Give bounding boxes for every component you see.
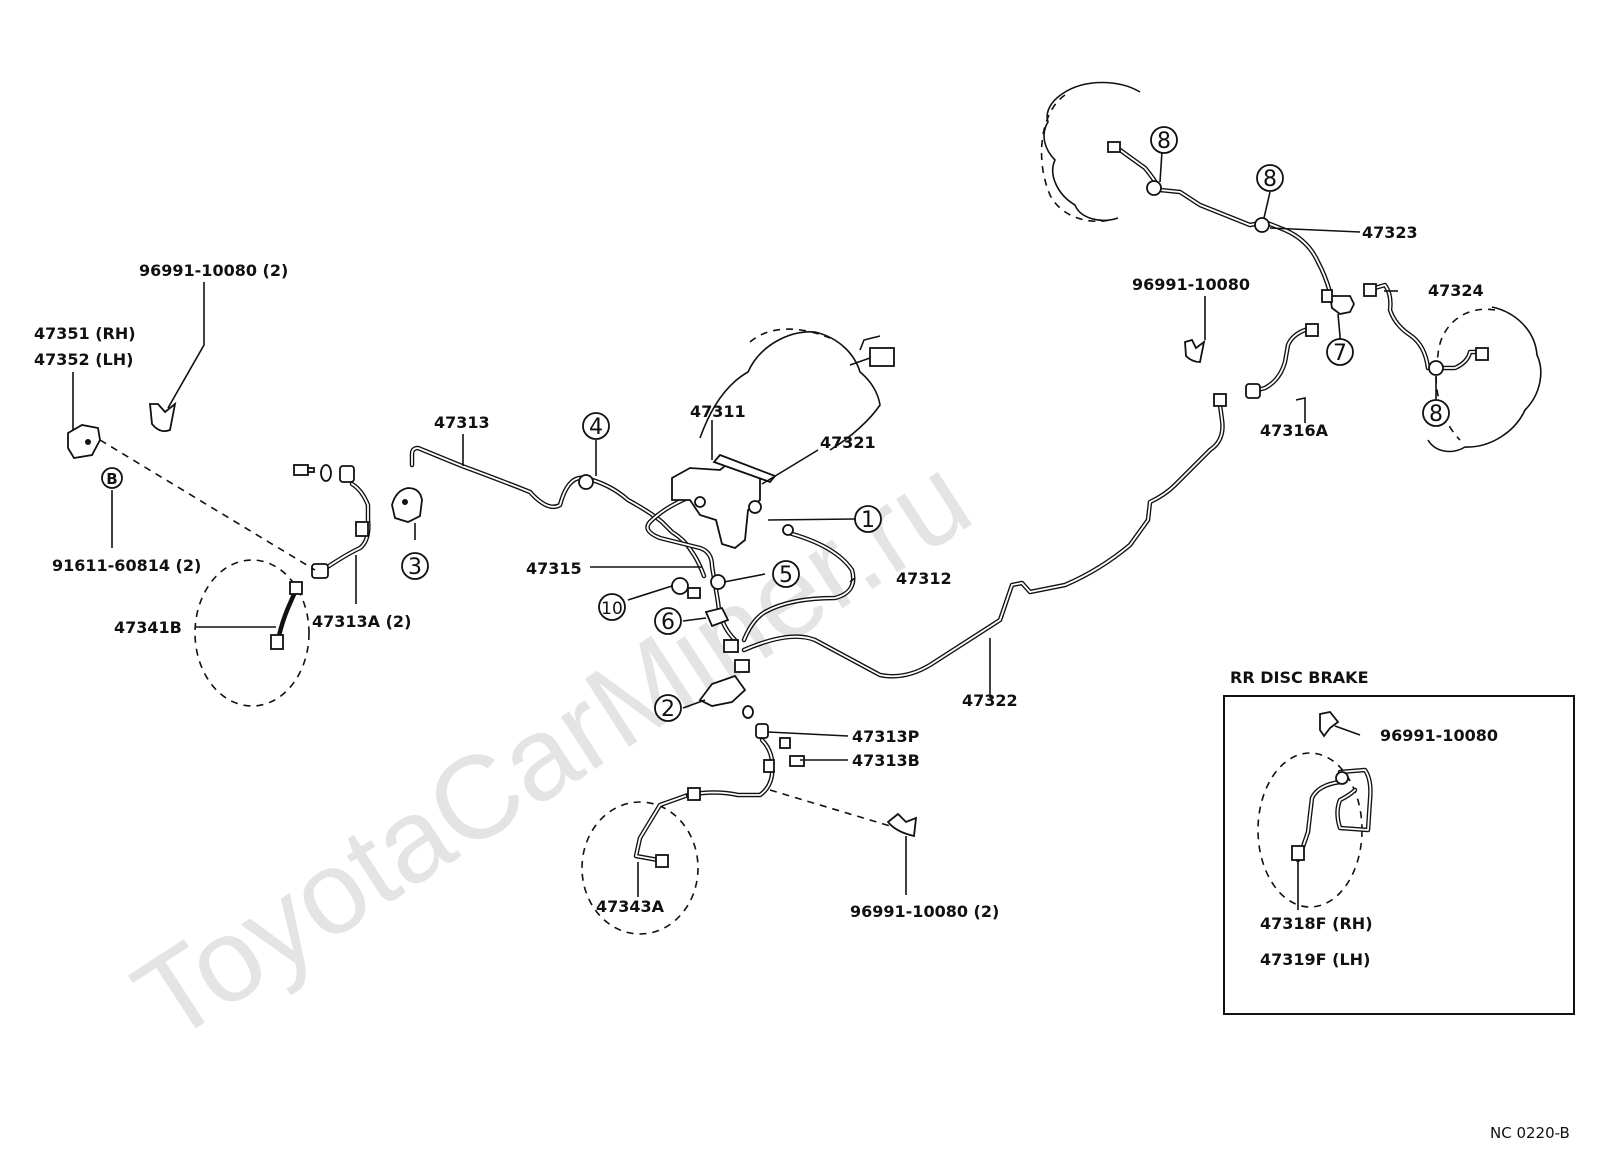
label-47324: 47324: [1428, 281, 1484, 300]
callout-4: 4: [582, 412, 610, 440]
callout-8-right: 8: [1422, 399, 1450, 427]
leader-lines: [72, 135, 1437, 910]
label-47319F: 47319F (LH): [1260, 950, 1370, 969]
label-96991-inset: 96991-10080: [1380, 726, 1498, 745]
svg-text:B: B: [106, 470, 117, 488]
label-47313: 47313: [434, 413, 490, 432]
label-47341B: 47341B: [114, 618, 182, 637]
callout-2: 2: [654, 694, 682, 722]
brake-tubes: [275, 147, 1481, 863]
callout-10: 10: [598, 593, 626, 621]
label-96991-left: 96991-10080 (2): [139, 261, 288, 280]
label-47315: 47315: [526, 559, 582, 578]
svg-text:5: 5: [779, 563, 793, 588]
label-47351: 47351 (RH): [34, 324, 136, 343]
callout-7: 7: [1326, 338, 1354, 366]
label-47312: 47312: [896, 569, 952, 588]
inset-frame: [1223, 695, 1575, 1015]
label-47311: 47311: [690, 402, 746, 421]
label-47321: 47321: [820, 433, 876, 452]
label-47323: 47323: [1362, 223, 1418, 242]
label-47313A: 47313A (2): [312, 612, 411, 631]
label-47316A: 47316A: [1260, 421, 1329, 440]
label-96991-mid: 96991-10080: [1132, 275, 1250, 294]
svg-text:8: 8: [1263, 167, 1277, 192]
svg-text:4: 4: [589, 415, 603, 440]
inset-rr-disc-brake: RR DISC BRAKE 96991-10080 47318F (RH) 47…: [1223, 668, 1575, 1015]
parts: [67, 141, 1489, 868]
label-47352: 47352 (LH): [34, 350, 133, 369]
callout-1: 1: [854, 505, 882, 533]
svg-text:3: 3: [408, 555, 422, 580]
svg-text:8: 8: [1429, 402, 1443, 427]
callout-6: 6: [654, 607, 682, 635]
callout-5: 5: [772, 560, 800, 588]
svg-text:6: 6: [661, 610, 675, 635]
svg-text:8: 8: [1157, 129, 1171, 154]
callout-8-top-mid: 8: [1256, 164, 1284, 192]
label-47313P: 47313P: [852, 727, 920, 746]
part-labels: 96991-10080 (2) 47351 (RH) 47352 (LH) 91…: [34, 223, 1484, 921]
label-91611: 91611-60814 (2): [52, 556, 201, 575]
label-47313B: 47313B: [852, 751, 920, 770]
callouts: 1 2 3 4 5 6 7 8: [101, 126, 1450, 722]
callout-B: B: [101, 467, 123, 489]
svg-text:7: 7: [1333, 341, 1347, 366]
svg-text:1: 1: [861, 508, 875, 533]
svg-text:2: 2: [661, 697, 675, 722]
callout-8-top-left: 8: [1150, 126, 1178, 154]
diagram-code: NC 0220-B: [1490, 1124, 1570, 1142]
callout-3: 3: [401, 552, 429, 580]
svg-text:10: 10: [601, 599, 623, 619]
label-96991-bottom: 96991-10080 (2): [850, 902, 999, 921]
inset-title: RR DISC BRAKE: [1230, 668, 1369, 687]
label-47343A: 47343A: [596, 897, 665, 916]
label-47318F: 47318F (RH): [1260, 914, 1373, 933]
label-47322: 47322: [962, 691, 1018, 710]
